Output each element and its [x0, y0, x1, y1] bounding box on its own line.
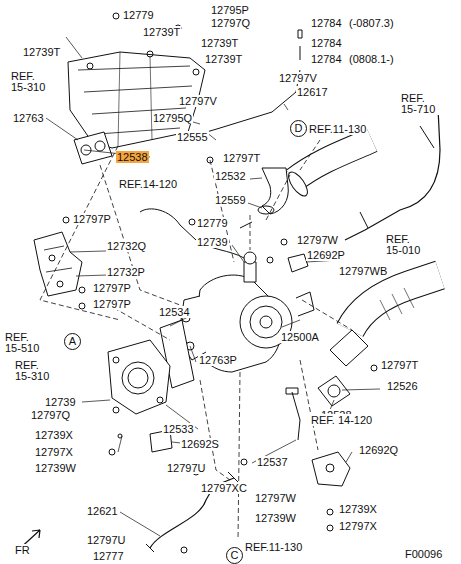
callout-number: 12797U — [86, 534, 127, 546]
callout-number: 12777 — [92, 550, 125, 562]
callout-number: 12739W — [34, 462, 77, 474]
callout-number: 12797P — [92, 298, 132, 310]
callout-number: 12739T — [22, 46, 61, 58]
reference-letter: A — [69, 336, 76, 347]
callout-number: REF. 15-310 — [10, 71, 54, 93]
circled-letter: C — [226, 547, 243, 564]
callout-number: 12779 — [196, 217, 229, 229]
callout-number: 12538 — [116, 151, 149, 163]
callout-number: 12779 — [122, 9, 155, 21]
callout-number: 12692P — [306, 249, 346, 261]
callout-number: 12795P — [210, 4, 250, 16]
callout-number: 12784 — [310, 37, 343, 49]
callout-number: 12537 — [256, 456, 289, 468]
callout-number: 12784 — [310, 53, 343, 65]
callout-number: 12532 — [214, 170, 247, 182]
callout-number: 12739W — [254, 512, 297, 524]
callout-number: 12692Q — [358, 444, 399, 456]
callout-number: 12739T — [200, 37, 239, 49]
callout-number: 12797W — [254, 492, 297, 504]
circled-letter: A — [64, 333, 81, 350]
callout-number: 12797T — [380, 359, 419, 371]
callout-number: F00096 — [404, 548, 443, 560]
callout-number: REF.11-130 — [244, 541, 303, 553]
callout-number: REF. 15-310 — [14, 360, 58, 382]
callout-number: 12797T — [222, 152, 261, 164]
callout-number: REF. 15-010 — [385, 234, 429, 256]
callout-number: 12534 — [158, 306, 191, 318]
callout-number: 12797Q — [30, 409, 71, 421]
callout-number: 12797WB — [338, 265, 388, 277]
callout-number: 12763P — [198, 354, 238, 366]
callout-number: 12797V — [278, 72, 318, 84]
callout-number: 12500A — [280, 331, 320, 343]
callout-number: 12533 — [162, 423, 195, 435]
reference-letter: C — [231, 550, 239, 561]
callout-number: 12739T — [142, 26, 181, 38]
callout-number: 12797W — [296, 234, 339, 246]
callout-number: 12526 — [386, 380, 419, 392]
callout-number: REF. 15-510 — [4, 332, 48, 354]
callout-number: 12621 — [86, 505, 119, 517]
callout-number: 12797P — [72, 213, 112, 225]
circled-letter: D — [290, 120, 307, 137]
callout-number: 12559 — [214, 194, 247, 206]
callout-number: 12797X — [338, 520, 378, 532]
callout-number: 12692S — [180, 438, 220, 450]
callout-number: (-0807.3) — [348, 17, 395, 29]
callout-number: 12732P — [106, 266, 146, 278]
callout-number: (0808.1-) — [348, 53, 395, 65]
callout-number: 12797V — [178, 95, 218, 107]
callout-number: 12797Q — [210, 17, 251, 29]
callout-number: 12797U — [166, 462, 207, 474]
callout-number: REF.14-120 — [118, 178, 178, 190]
callout-number: REF.11-130 — [308, 123, 367, 135]
callout-number: REF. 15-710 — [400, 93, 444, 115]
callout-number: 12555 — [176, 131, 209, 143]
callout-number: 12739X — [338, 503, 378, 515]
callout-number: 12795Q — [152, 112, 193, 124]
callout-number: 12739 — [196, 236, 229, 248]
callout-number: 12739X — [34, 429, 74, 441]
callout-number: 12739 — [44, 396, 77, 408]
callout-number: 12739T — [204, 53, 243, 65]
callout-number: 12797P — [92, 282, 132, 294]
callout-number: 12617 — [296, 86, 329, 98]
callout-number: REF. 14-120 — [310, 414, 373, 426]
callout-number: FR — [14, 544, 31, 556]
callout-number: 12763 — [12, 112, 45, 124]
callout-number: 12797X — [34, 446, 74, 458]
callout-number: 12732Q — [106, 240, 147, 252]
callout-number: 12784 — [310, 17, 343, 29]
reference-letter: D — [295, 123, 303, 134]
callout-number: 12797XC — [200, 482, 248, 494]
